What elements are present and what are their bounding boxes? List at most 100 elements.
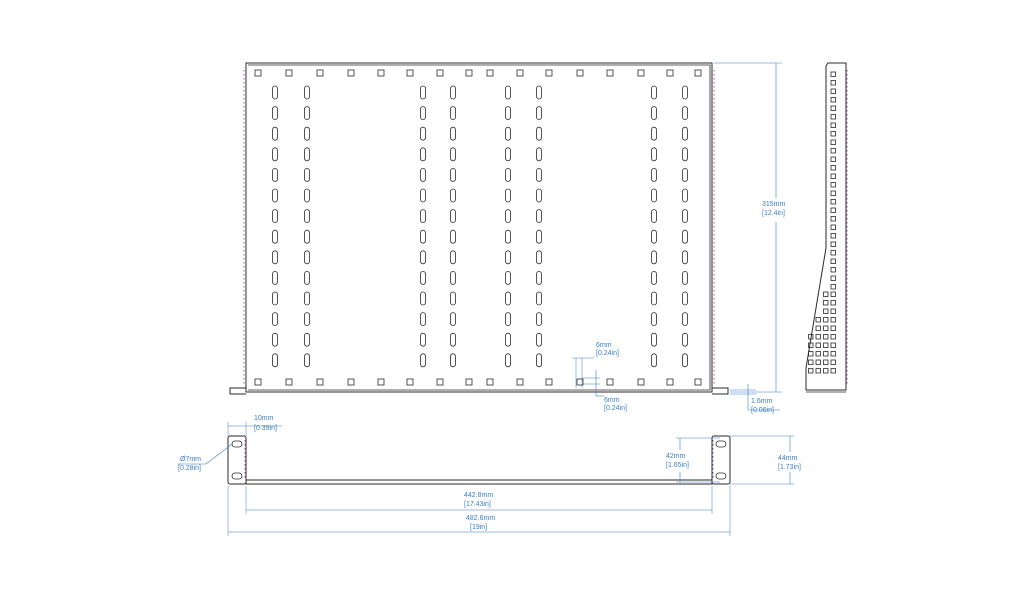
- vent-slot: [420, 106, 426, 120]
- vent-slot: [505, 229, 511, 244]
- square-hole: [316, 378, 324, 386]
- vent-slot: [420, 85, 426, 100]
- vent-slot: [304, 312, 310, 327]
- side-hole: [830, 359, 836, 365]
- vent-slot: [450, 229, 456, 244]
- side-hole: [830, 351, 836, 357]
- side-view: [805, 62, 848, 393]
- hole-spacing-in-label: [1.65in]: [666, 462, 689, 469]
- vent-slot: [272, 229, 278, 244]
- vent-slot: [272, 188, 278, 203]
- square-hole: [465, 378, 473, 386]
- thickness-in-label: [0.06in]: [751, 407, 774, 414]
- dimension-depth: 315mm [12.4in]: [714, 62, 786, 393]
- square-hole: [377, 69, 385, 77]
- side-hole: [830, 368, 836, 374]
- side-hole: [823, 308, 829, 314]
- mount-hole-in-label: [0.28in]: [178, 465, 201, 472]
- mount-hole-mm-label: Ø7mm: [180, 456, 201, 463]
- side-hole: [808, 359, 814, 365]
- vent-slot: [450, 291, 456, 306]
- left-rack-ear: [227, 435, 247, 485]
- left-ear-bottom-hole: [231, 472, 243, 480]
- vent-slot: [450, 250, 456, 265]
- vent-slot: [536, 270, 542, 285]
- vent-slot: [272, 291, 278, 306]
- vent-slot: [450, 126, 456, 141]
- hole-size-in-label: [0.24in]: [604, 405, 627, 412]
- vent-slot: [272, 209, 278, 224]
- side-hole: [830, 258, 836, 264]
- vent-slot: [536, 209, 542, 224]
- total-width-in-label: [19in]: [470, 524, 487, 531]
- side-hole: [830, 131, 836, 137]
- side-hole: [830, 291, 836, 297]
- side-perforation-holes: [808, 71, 836, 374]
- square-hole: [254, 378, 262, 386]
- side-hole: [830, 284, 836, 290]
- side-hole: [830, 190, 836, 196]
- dimension-total-width: 482.6mm [19in]: [227, 486, 731, 536]
- right-ear-top-hole: [715, 440, 727, 448]
- vent-slot: [651, 167, 657, 182]
- side-hole: [830, 224, 836, 230]
- square-hole: [436, 378, 444, 386]
- vent-slot: [505, 85, 511, 100]
- vent-slot: [651, 126, 657, 141]
- inner-width-in-label: [17.43in]: [464, 501, 491, 508]
- vent-slot: [536, 188, 542, 203]
- ventilation-slots: [272, 85, 688, 368]
- top-view-outline: [245, 62, 713, 393]
- vent-slot: [651, 291, 657, 306]
- vent-slot: [420, 126, 426, 141]
- vent-slot: [450, 209, 456, 224]
- thickness-mm-label: 1.6mm: [751, 398, 773, 405]
- vent-slot: [420, 209, 426, 224]
- side-hole: [815, 334, 821, 340]
- square-hole: [486, 69, 494, 77]
- vent-slot: [536, 312, 542, 327]
- vent-slot: [304, 85, 310, 100]
- side-hole: [815, 351, 821, 357]
- vent-slot: [651, 270, 657, 285]
- square-hole: [637, 378, 645, 386]
- vent-slot: [682, 188, 688, 203]
- side-hole: [830, 342, 836, 348]
- vent-slot: [450, 167, 456, 182]
- side-hole: [830, 300, 836, 306]
- vent-slot: [505, 126, 511, 141]
- vent-slot: [505, 167, 511, 182]
- vent-slot: [272, 332, 278, 347]
- side-hole: [815, 325, 821, 331]
- vent-slot: [450, 85, 456, 100]
- vent-slot: [505, 353, 511, 368]
- side-hole: [815, 368, 821, 374]
- side-hole: [808, 351, 814, 357]
- side-hole: [830, 199, 836, 205]
- vent-slot: [304, 270, 310, 285]
- vent-slot: [450, 312, 456, 327]
- side-hole: [830, 97, 836, 103]
- vent-slot: [304, 250, 310, 265]
- vent-slot: [420, 270, 426, 285]
- side-hole: [815, 342, 821, 348]
- vent-slot: [420, 353, 426, 368]
- vent-slot: [682, 312, 688, 327]
- side-hole: [830, 317, 836, 323]
- vent-slot: [651, 106, 657, 120]
- side-hole: [823, 368, 829, 374]
- inner-width-mm-label: 442.8mm: [464, 492, 493, 499]
- vent-slot: [304, 229, 310, 244]
- vent-slot: [420, 167, 426, 182]
- side-hole: [830, 88, 836, 94]
- dimension-slot-width: 6mm [0.24in]: [572, 342, 619, 388]
- vent-slot: [505, 250, 511, 265]
- vent-slot: [682, 250, 688, 265]
- vent-slot: [272, 85, 278, 100]
- vent-slot: [450, 188, 456, 203]
- vent-slot: [304, 106, 310, 120]
- square-hole: [576, 69, 584, 77]
- side-hole: [830, 105, 836, 111]
- side-hole: [823, 359, 829, 365]
- right-rack-ear: [711, 435, 731, 485]
